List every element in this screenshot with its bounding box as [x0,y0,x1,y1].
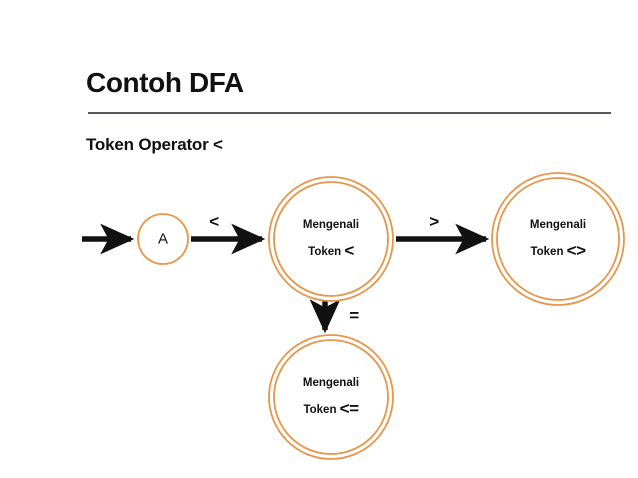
edge-label-token-lt-to-token-le: = [349,306,359,325]
state-token-ne-symbol: <> [566,241,586,260]
state-token-ne[interactable] [491,172,625,306]
edge-label-a-to-token-lt: < [209,212,219,231]
state-a[interactable] [137,213,189,265]
state-token-ne-label: Mengenali Token <> [530,218,586,260]
state-a-label: A [157,230,169,248]
state-token-lt-prefix: Token [308,246,342,258]
state-token-le-line2: Token <= [303,399,359,418]
state-token-le-prefix: Token [303,404,337,416]
state-token-ne-line2: Token <> [530,241,586,260]
state-token-lt[interactable] [268,176,394,302]
edge-label-token-lt-to-token-ne: > [429,212,439,231]
subtitle: Token Operator < [86,135,223,154]
title-divider [88,112,611,114]
state-token-le-symbol: <= [339,399,359,418]
state-token-le-label: Mengenali Token <= [303,376,359,418]
state-token-lt-line2: Token < [303,241,359,260]
state-token-lt-line1: Mengenali [302,219,360,231]
state-token-ne-prefix: Token [530,246,564,258]
state-token-lt-symbol: < [344,241,354,260]
state-token-ne-line1: Mengenali [529,219,587,231]
state-token-le-line1: Mengenali [302,377,360,389]
state-token-lt-label: Mengenali Token < [303,218,359,260]
page-title: Contoh DFA [86,67,244,98]
state-token-le[interactable] [268,334,394,460]
